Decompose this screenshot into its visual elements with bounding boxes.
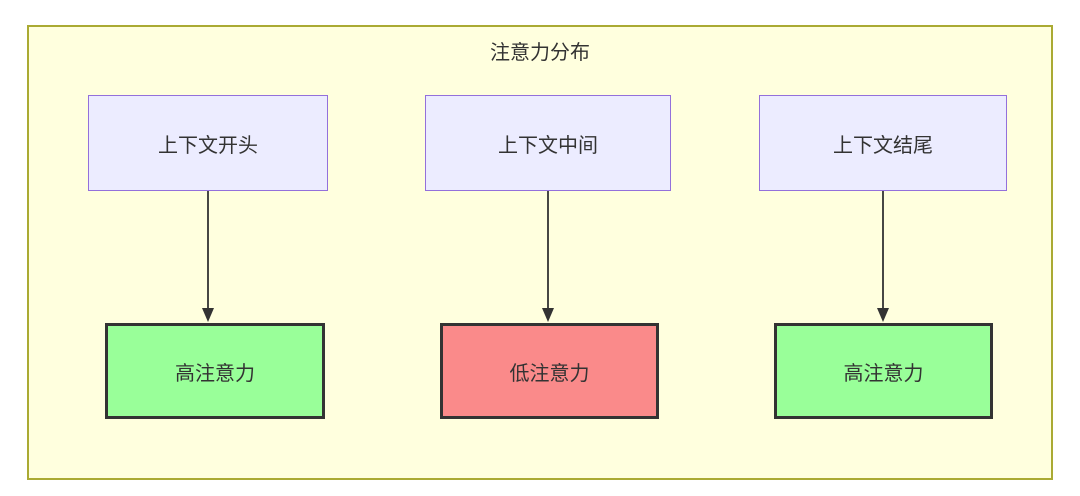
arrow-down-icon bbox=[541, 191, 555, 322]
node-attention-high-1: 高注意力 bbox=[105, 323, 325, 419]
attention-distribution-container: 注意力分布 上下文开头 高注意力 上下文中间 低注意力 bbox=[27, 25, 1053, 480]
node-context-end: 上下文结尾 bbox=[759, 95, 1007, 191]
arrow-down-icon bbox=[201, 191, 215, 322]
node-context-start: 上下文开头 bbox=[88, 95, 328, 191]
node-attention-low: 低注意力 bbox=[440, 323, 659, 419]
node-attention-high-2: 高注意力 bbox=[774, 323, 993, 419]
node-context-middle: 上下文中间 bbox=[425, 95, 671, 191]
arrow-down-icon bbox=[876, 191, 890, 322]
diagram-title: 注意力分布 bbox=[490, 42, 590, 64]
